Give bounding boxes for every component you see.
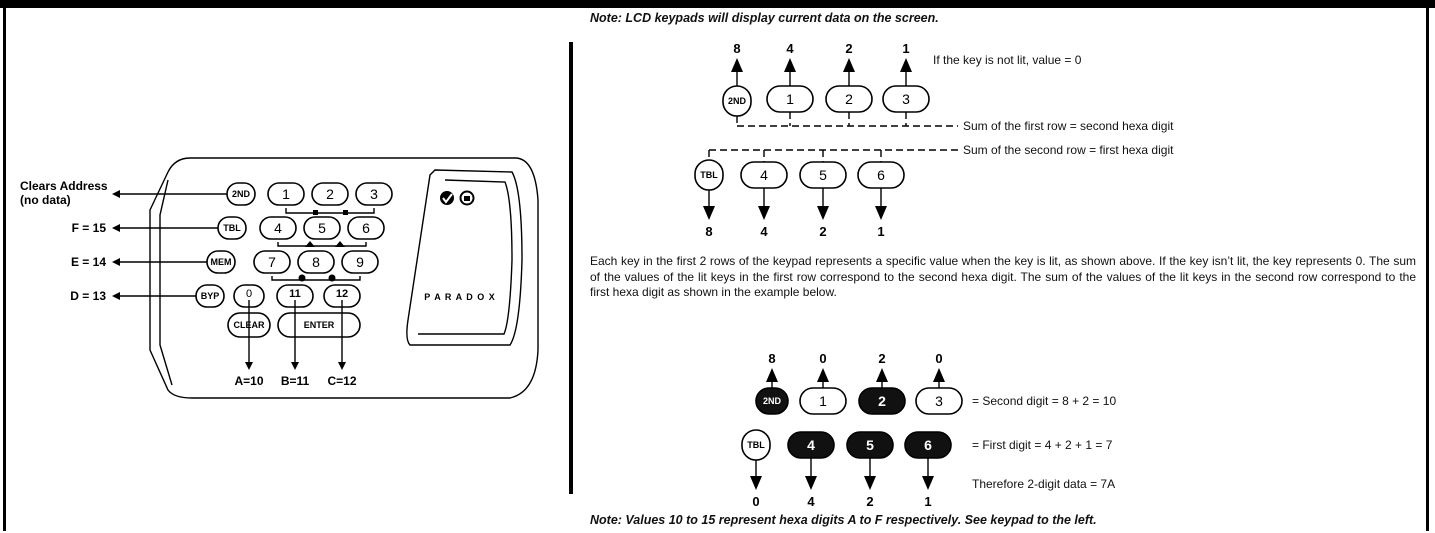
status-icon-arm	[459, 190, 475, 206]
key-3	[355, 182, 393, 206]
svg-text:0: 0	[246, 288, 252, 300]
label-no-data: (no data)	[20, 193, 71, 207]
svg-text:5: 5	[318, 220, 326, 236]
svg-text:9: 9	[356, 254, 364, 270]
page-frame	[3, 8, 1429, 531]
status-icon-ready	[440, 191, 454, 205]
text-not-lit: If the key is not lit, value = 0	[933, 53, 1082, 67]
text-sum-second-row: Sum of the second row = first hexa digit	[963, 143, 1174, 157]
svg-text:8: 8	[312, 254, 320, 270]
key-4	[259, 216, 297, 240]
svg-text:6: 6	[362, 220, 370, 236]
svg-text:4: 4	[274, 220, 282, 236]
keypad-bevel	[159, 179, 173, 386]
note-hexa: Note: Values 10 to 15 represent hexa dig…	[590, 513, 1097, 527]
text-sum-first-row: Sum of the first row = second hexa digit	[963, 119, 1174, 133]
key-9	[341, 250, 379, 274]
keypad-outline	[149, 157, 539, 399]
svg-text:2: 2	[326, 186, 334, 202]
key-1	[267, 182, 305, 206]
label-d-13: D = 13	[70, 289, 106, 303]
key-enter	[277, 312, 361, 338]
svg-text:11: 11	[289, 288, 301, 300]
top-border-bar	[0, 0, 1435, 8]
svg-text:TBL: TBL	[223, 223, 241, 233]
svg-text:ENTER: ENTER	[304, 320, 335, 330]
key-8	[297, 250, 335, 274]
key-6	[347, 216, 385, 240]
svg-text:7: 7	[268, 254, 276, 270]
label-f-15: F = 15	[72, 221, 107, 235]
column-separator	[569, 42, 573, 494]
svg-text:2ND: 2ND	[232, 189, 251, 199]
key-7	[253, 250, 291, 274]
text-result: Therefore 2-digit data = 7A	[972, 477, 1116, 491]
text-first-digit: = First digit = 4 + 2 + 1 = 7	[972, 438, 1113, 452]
svg-text:1: 1	[282, 186, 290, 202]
key-2	[311, 182, 349, 206]
label-c-12: C=12	[327, 374, 356, 388]
key-5	[303, 216, 341, 240]
explanation-paragraph: Each key in the first 2 rows of the keyp…	[590, 254, 1416, 299]
svg-text:BYP: BYP	[201, 291, 220, 301]
keypad-illustration: P A R A D O X 2ND 1 2 3 TBL 4 5 6 MEM 7 …	[20, 157, 539, 399]
label-a-10: A=10	[234, 374, 263, 388]
svg-text:12: 12	[336, 288, 348, 300]
note-lcd: Note: LCD keypads will display current d…	[590, 11, 939, 25]
label-e-14: E = 14	[71, 255, 106, 269]
label-clears-address: Clears Address	[20, 179, 108, 193]
label-b-11: B=11	[281, 374, 310, 388]
text-second-digit: = Second digit = 8 + 2 = 10	[972, 394, 1117, 408]
brand-logo: P A R A D O X	[424, 292, 496, 302]
keypad-display	[406, 169, 523, 346]
svg-text:MEM: MEM	[211, 257, 232, 267]
svg-text:3: 3	[370, 186, 378, 202]
